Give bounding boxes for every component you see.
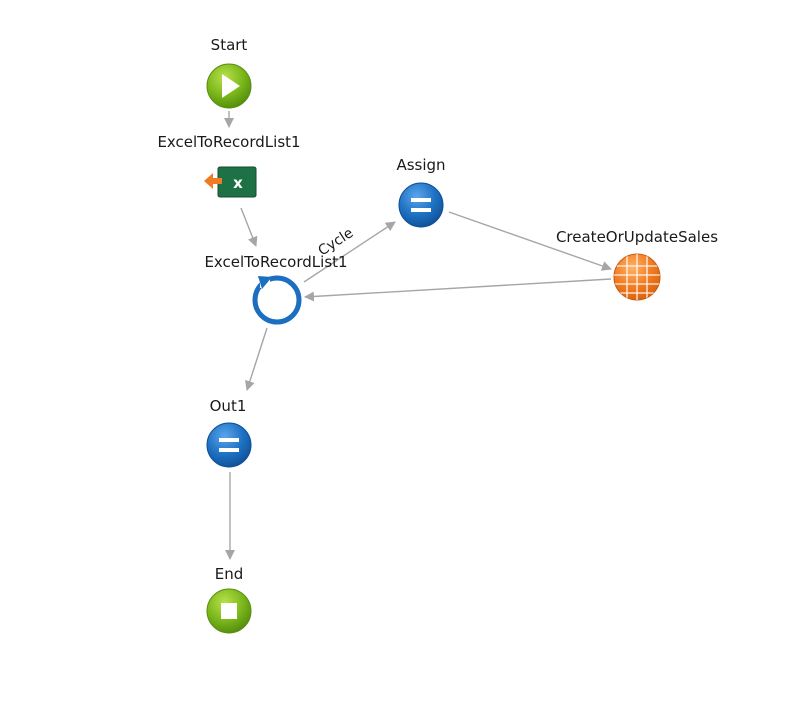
excel-import-node[interactable]: ExcelToRecordList1 x (157, 133, 301, 198)
assign-icon (398, 182, 444, 228)
assign-node[interactable]: Assign (396, 156, 446, 228)
connector-create-to-loop (304, 278, 612, 302)
loop-icon (252, 275, 302, 325)
end-label: End (215, 565, 244, 583)
out1-label: Out1 (210, 397, 247, 415)
play-icon (206, 63, 252, 109)
out1-node[interactable]: Out1 (206, 397, 252, 468)
start-node[interactable]: Start (206, 36, 252, 109)
stop-icon (206, 588, 252, 634)
loop-label: ExcelToRecordList1 (204, 253, 347, 271)
assign-label: Assign (396, 156, 445, 174)
entity-grid-icon (613, 253, 661, 301)
loop-node[interactable]: ExcelToRecordList1 (204, 253, 348, 325)
connector-loop-to-assign[interactable] (303, 221, 396, 283)
svg-text:x: x (233, 174, 243, 192)
assign-icon (206, 422, 252, 468)
excel-import-label: ExcelToRecordList1 (157, 133, 300, 151)
end-node[interactable]: End (206, 565, 252, 634)
create-or-update-sales-label: CreateOrUpdateSales (556, 228, 718, 246)
connector-assign-to-create (448, 211, 612, 271)
connector-excel-to-loop (240, 207, 258, 247)
excel-import-icon: x (204, 166, 257, 198)
connector-loop-to-out1 (245, 327, 268, 391)
start-label: Start (211, 36, 248, 54)
create-or-update-sales-node[interactable]: CreateOrUpdateSales (556, 228, 718, 301)
